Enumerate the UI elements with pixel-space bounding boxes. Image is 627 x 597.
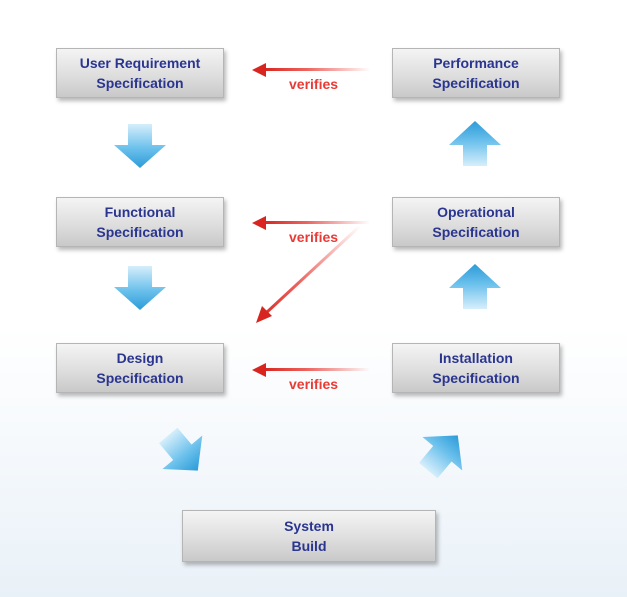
flow-arrow-down-2 — [114, 266, 166, 310]
verify-arrow-diagonal — [256, 224, 362, 323]
performance-specification-box: Performance Specification — [392, 48, 560, 98]
verify-arrow-bottom — [252, 363, 370, 377]
verifies-label-bottom: verifies — [289, 376, 339, 392]
box-label-line2: Specification — [96, 75, 184, 91]
user-requirement-specification-box: User Requirement Specification — [56, 48, 224, 98]
box-label-line2: Specification — [432, 224, 520, 240]
box-label-line1: Functional — [104, 204, 176, 220]
functional-specification-box: Functional Specification — [56, 197, 224, 247]
flow-arrow-to-build — [159, 427, 203, 471]
flow-arrow-up-1 — [449, 264, 501, 309]
box-label-line1: Design — [116, 350, 164, 366]
design-specification-box: Design Specification — [56, 343, 224, 393]
box-label-line1: Operational — [437, 204, 515, 220]
box-label-line1: System — [284, 518, 334, 534]
box-label-line1: Performance — [433, 55, 519, 71]
verify-arrow-middle — [252, 216, 370, 230]
box-label-line2: Specification — [432, 75, 520, 91]
installation-specification-box: Installation Specification — [392, 343, 560, 393]
box-label-line2: Build — [291, 538, 327, 554]
flow-arrow-up-2 — [449, 121, 501, 166]
verifies-label-top: verifies — [289, 76, 339, 92]
box-label-line1: User Requirement — [79, 55, 201, 71]
flow-arrow-from-build — [419, 435, 463, 479]
box-label-line2: Specification — [96, 370, 184, 386]
verifies-label-middle: verifies — [289, 229, 339, 245]
system-build-box: System Build — [182, 510, 436, 562]
flow-arrow-down-1 — [114, 124, 166, 168]
operational-specification-box: Operational Specification — [392, 197, 560, 247]
box-label-line1: Installation — [439, 350, 513, 366]
box-label-line2: Specification — [432, 370, 520, 386]
box-label-line2: Specification — [96, 224, 184, 240]
verify-arrow-top — [252, 63, 370, 77]
